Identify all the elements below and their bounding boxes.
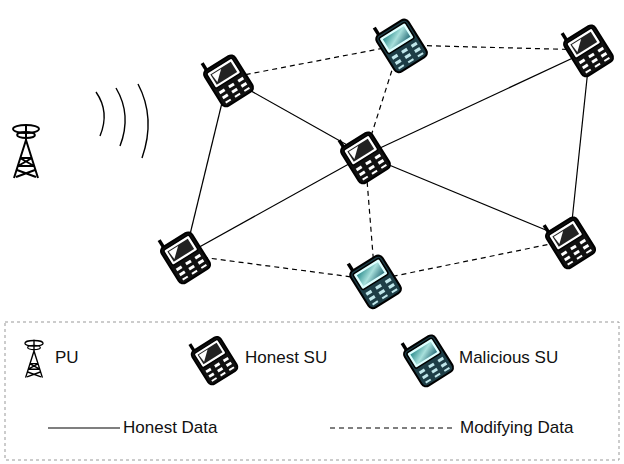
honest-su xyxy=(540,209,597,270)
legend-entry: Malicious SU xyxy=(458,348,559,368)
legend-entry: PU xyxy=(54,348,80,368)
legend-text: Honest SU xyxy=(244,348,328,368)
legend-malicious-icon xyxy=(398,327,455,388)
radio-waves xyxy=(96,84,148,158)
legend-text: PU xyxy=(54,348,80,368)
legend-pu-icon xyxy=(25,340,43,378)
legend-frame xyxy=(5,322,619,460)
honest-su xyxy=(198,47,255,108)
legend-honest-icon xyxy=(186,329,239,386)
pu-tower xyxy=(13,124,39,178)
legend-text: Modifying Data xyxy=(459,418,574,438)
legend-entry: Honest Data xyxy=(122,418,219,438)
modifying-links xyxy=(185,45,590,280)
legend-text: Honest Data xyxy=(122,418,219,438)
legend-text: Malicious SU xyxy=(458,348,559,368)
malicious-su xyxy=(344,247,403,311)
malicious-su xyxy=(370,11,429,75)
honest-su xyxy=(155,224,212,285)
legend-dashed-sample xyxy=(330,427,456,428)
legend-solid-sample xyxy=(48,427,120,428)
honest-su xyxy=(335,124,392,185)
honest-su xyxy=(558,17,615,78)
legend-entry: Modifying Data xyxy=(459,418,574,438)
legend-entry: Honest SU xyxy=(244,348,328,368)
